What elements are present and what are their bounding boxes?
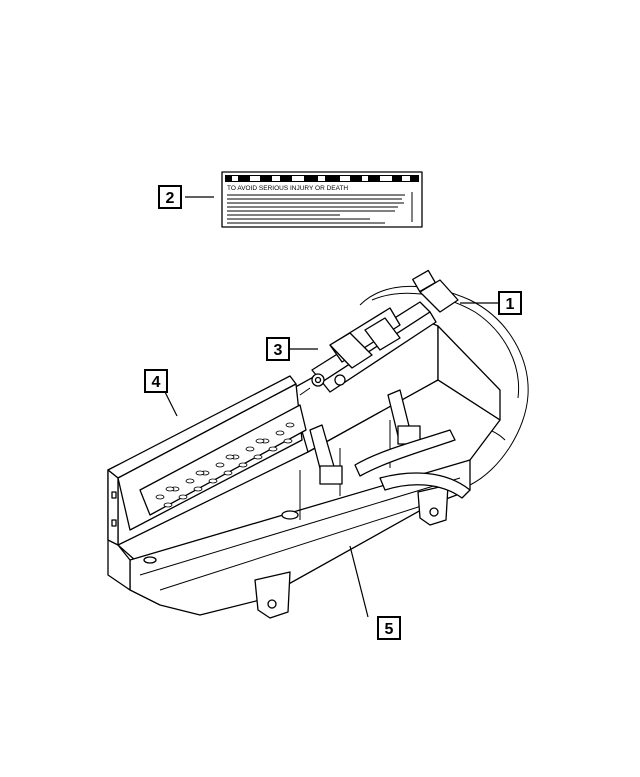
leader-lines (164, 196, 499, 618)
mounting-bracket-left (254, 571, 291, 619)
callout-3: 3 (266, 337, 290, 361)
warning-label-heading: TO AVOID SERIOUS INJURY OR DEATH (227, 185, 348, 192)
callout-2-label: 2 (166, 190, 175, 207)
callout-4: 4 (144, 369, 168, 393)
scissor-jack (299, 269, 459, 396)
callout-1: 1 (498, 291, 522, 315)
mounting-bracket-right (417, 484, 449, 526)
callout-4-label: 4 (152, 374, 161, 391)
leader-4 (164, 391, 178, 417)
plate-perforations (155, 422, 295, 508)
callout-5-label: 5 (385, 621, 394, 638)
leader-5 (349, 545, 369, 618)
retaining-straps (309, 389, 471, 499)
callout-1-label: 1 (506, 296, 515, 313)
callout-3-label: 3 (274, 342, 283, 359)
callout-5: 5 (377, 616, 401, 640)
perforated-plate (139, 404, 307, 516)
warning-label-fine-print (227, 192, 413, 224)
callout-2: 2 (158, 185, 182, 209)
warning-label: TO AVOID SERIOUS INJURY OR DEATH (221, 171, 423, 228)
side-panel (107, 375, 307, 546)
